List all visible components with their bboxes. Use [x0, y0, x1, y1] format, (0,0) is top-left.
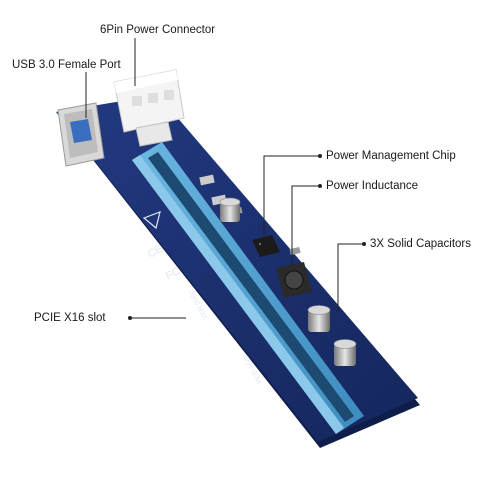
capacitor-2 [307, 305, 331, 332]
label-pcie-slot: PCIE X16 slot [34, 312, 106, 324]
power-management-chip [252, 235, 280, 257]
leader-power-chip [263, 155, 320, 238]
leader-lines [85, 38, 364, 319]
capacitor-3 [333, 339, 357, 366]
solid-capacitors [219, 197, 357, 366]
leader-inductance [291, 185, 320, 266]
label-six-pin-connector: 6Pin Power Connector [100, 24, 216, 36]
leader-capacitors [337, 243, 364, 312]
six-pin-connector [113, 69, 185, 147]
capacitor-1 [219, 197, 241, 222]
power-inductance [276, 262, 312, 298]
pcie-slot [132, 142, 364, 434]
leader-dots [128, 154, 366, 320]
usb-port [57, 102, 105, 167]
label-power-management-chip: Power Management Chip [326, 150, 456, 162]
label-solid-capacitors: 3X Solid Capacitors [370, 238, 471, 250]
label-power-inductance: Power Inductance [326, 180, 419, 192]
label-usb-port: USB 3.0 Female Port [12, 59, 121, 71]
